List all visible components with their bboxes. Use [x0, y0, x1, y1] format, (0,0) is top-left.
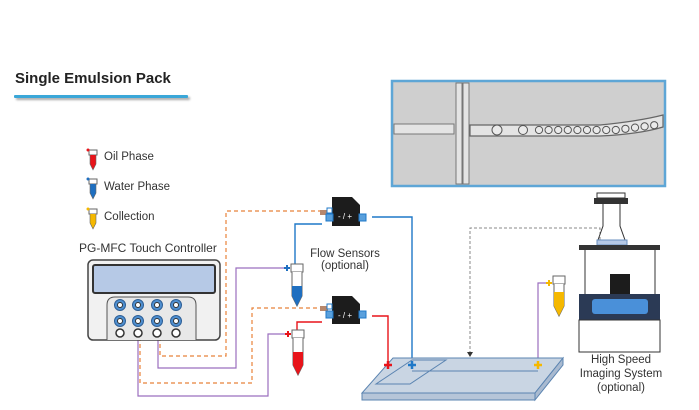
- sensor-text-oil: - / +: [338, 311, 352, 320]
- droplets: [491, 121, 659, 136]
- droplet: [592, 125, 601, 135]
- signal-port: [171, 328, 181, 338]
- signal-lines: [139, 210, 322, 384]
- legend-collection-label: Collection: [104, 211, 155, 223]
- droplet: [611, 125, 620, 135]
- droplet-micrograph: [390, 79, 667, 188]
- flow-sensors-line2: (optional): [321, 260, 369, 272]
- microfluidic-chip: [360, 356, 565, 402]
- pressure-lines: [137, 267, 548, 397]
- legend-water-tube-icon: [86, 177, 98, 200]
- flow-sensors-line1: Flow Sensors: [310, 248, 380, 260]
- droplet: [563, 125, 572, 135]
- flow-sensor-water: [320, 197, 367, 226]
- imaging-line3: (optional): [597, 382, 645, 394]
- droplet: [621, 124, 630, 133]
- droplet: [544, 125, 553, 135]
- legend-collection-tube-icon: [86, 207, 98, 230]
- droplet: [518, 125, 528, 135]
- page-title: Single Emulsion Pack: [15, 70, 171, 87]
- droplet: [491, 124, 503, 136]
- water-line: [294, 216, 413, 368]
- title-underline: [14, 95, 188, 98]
- imaging-line1: High Speed: [590, 354, 652, 366]
- droplet: [602, 125, 611, 135]
- imaging-label: High Speed Imaging System (optional): [566, 353, 676, 395]
- imaging-system: [578, 192, 661, 353]
- signal-port: [133, 328, 143, 338]
- droplet: [640, 122, 649, 131]
- controller-ports: [114, 299, 182, 338]
- droplet: [630, 123, 640, 132]
- droplet: [534, 125, 544, 135]
- imaging-line2: Imaging System: [579, 368, 663, 380]
- signal-port: [115, 328, 125, 338]
- legend-oil-label: Oil Phase: [104, 151, 154, 163]
- sensor-text-water: - / +: [338, 212, 352, 221]
- signal-port: [152, 328, 162, 338]
- controller-label: PG-MFC Touch Controller: [79, 241, 217, 255]
- collection-tube-icon: [546, 275, 566, 318]
- legend-oil-tube-icon: [86, 148, 98, 171]
- water-tube-icon: [284, 263, 304, 308]
- droplet: [573, 125, 582, 135]
- droplet: [650, 121, 659, 130]
- flow-sensors-label: Flow Sensors (optional): [305, 248, 385, 272]
- legend-water-label: Water Phase: [104, 181, 171, 193]
- droplet: [582, 125, 592, 135]
- pg-mfc-controller: [87, 259, 221, 341]
- droplet: [554, 125, 563, 135]
- flow-sensor-oil: [320, 296, 367, 324]
- oil-tube-icon: [285, 329, 305, 377]
